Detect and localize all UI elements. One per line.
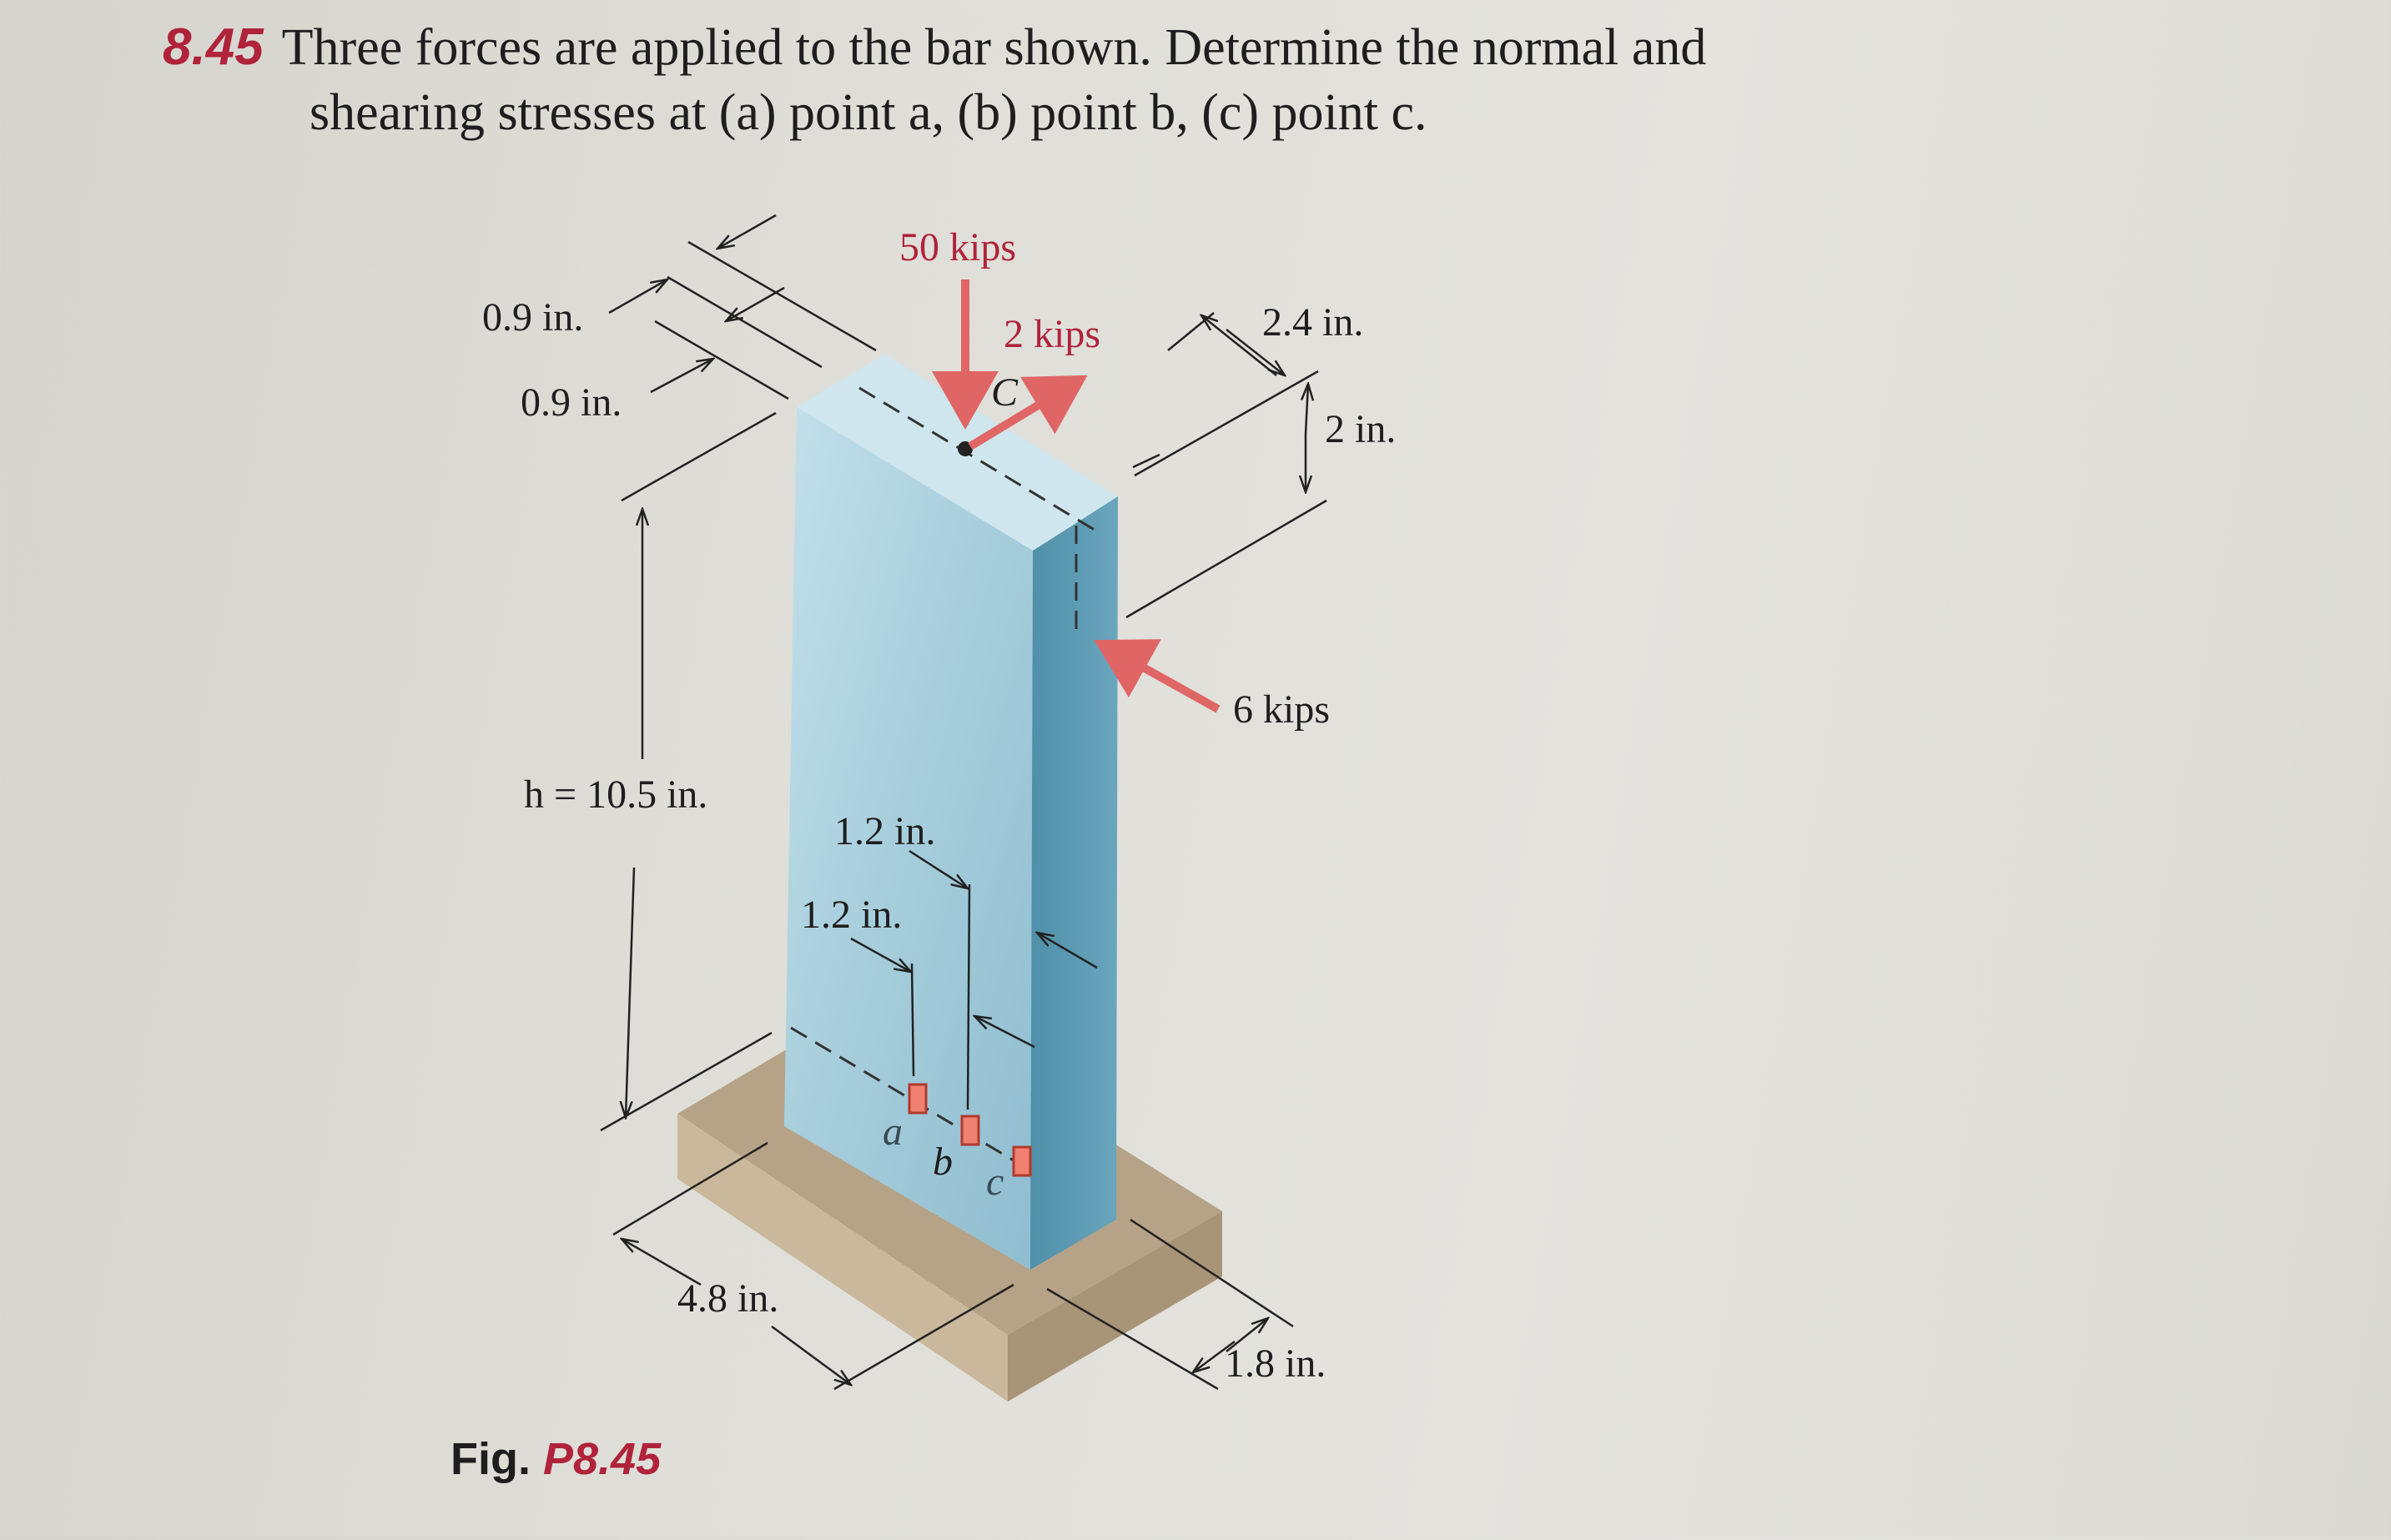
figure-caption: Fig. P8.45 (451, 1433, 661, 1485)
problem-text-line1: Three forces are applied to the bar show… (281, 19, 1707, 76)
label-0-9-bottom: 0.9 in. (521, 380, 622, 425)
label-2kips: 2 kips (1004, 312, 1100, 356)
label-4-8: 4.8 in. (677, 1276, 778, 1321)
dashed-bottom-line (790, 1026, 1027, 1170)
bar-top-face (797, 355, 1118, 551)
forces (932, 279, 1221, 713)
label-h: h = 10.5 in. (524, 773, 707, 817)
dashed-top-line (858, 386, 1102, 536)
label-point-c: c (986, 1160, 1004, 1204)
label-1-8: 1.8 in. (1225, 1341, 1326, 1386)
label-0-9-top: 0.9 in. (482, 295, 583, 340)
arrow-6kips (1094, 639, 1221, 713)
problem-statement: 8.45 Three forces are applied to the bar … (163, 15, 2165, 145)
dimension-lines (600, 214, 1327, 1391)
label-2-4: 2.4 in. (1262, 300, 1363, 345)
label-1-2-bottom: 1.2 in. (801, 893, 902, 937)
point-c-marker (1012, 1145, 1032, 1177)
vertical-bar (784, 355, 1118, 1270)
label-point-b: b (933, 1140, 953, 1184)
label-50kips: 50 kips (899, 225, 1016, 269)
label-6kips: 6 kips (1233, 687, 1330, 732)
point-b-marker (960, 1115, 980, 1146)
point-C-dot (958, 441, 973, 456)
caption-number: P8.45 (543, 1434, 662, 1484)
base-left-face (677, 1114, 1008, 1402)
base-right-face (1008, 1211, 1222, 1402)
label-1-2-top: 1.2 in. (834, 809, 935, 853)
label-C: C (991, 370, 1019, 415)
figure-labels: 50 kips 2 kips C 6 kips 0.9 in. 0.9 in. … (482, 225, 1396, 1386)
label-2: 2 in. (1325, 407, 1396, 451)
label-point-a: a (883, 1110, 903, 1154)
bar-front-face (784, 407, 1033, 1270)
caption-label: Fig. (451, 1434, 531, 1484)
problem-text-line2: shearing stresses at (a) point a, (b) po… (310, 84, 1427, 141)
problem-number: 8.45 (163, 18, 264, 76)
arrow-2kips (968, 375, 1088, 450)
bar-side-face (1030, 496, 1118, 1270)
point-a-marker (908, 1083, 928, 1115)
